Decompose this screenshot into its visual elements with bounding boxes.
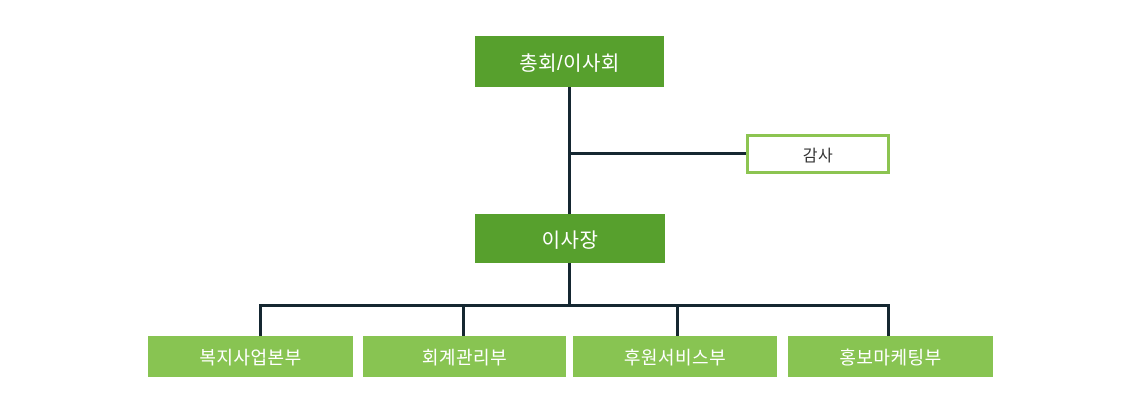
- connector-drop-sponsor: [676, 304, 679, 337]
- connector-root-to-chairman: [568, 87, 571, 215]
- connector-audit-branch: [568, 152, 746, 155]
- org-node-sponsor-service-dept: 후원서비스부: [573, 336, 777, 377]
- org-node-general-assembly-board: 총회/이사회: [475, 36, 664, 87]
- org-node-pr-marketing-dept: 홍보마케팅부: [788, 336, 993, 377]
- org-node-audit: 감사: [746, 134, 890, 174]
- org-node-chairman: 이사장: [475, 214, 665, 263]
- connector-department-rail: [259, 304, 890, 307]
- connector-drop-marketing: [887, 304, 890, 337]
- connector-drop-accounting: [462, 304, 465, 337]
- connector-chairman-down: [568, 263, 571, 307]
- org-node-welfare-business-hq: 복지사업본부: [148, 336, 353, 377]
- connector-drop-welfare: [259, 304, 262, 337]
- org-node-accounting-dept: 회계관리부: [363, 336, 566, 377]
